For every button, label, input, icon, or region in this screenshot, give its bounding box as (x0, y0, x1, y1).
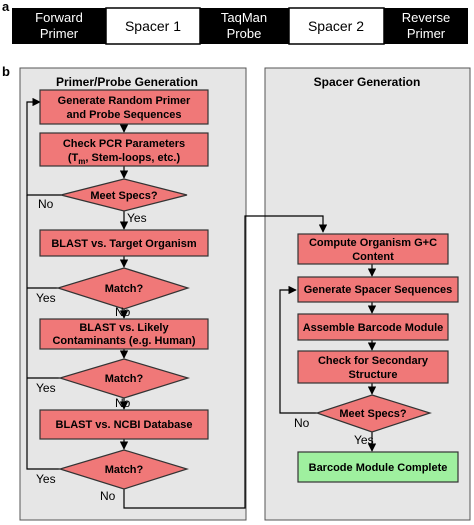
check-pcr-line1: Check PCR Parameters (63, 138, 185, 150)
blast-target-label: BLAST vs. Target Organism (51, 238, 196, 250)
spacer-2-label: Spacer 2 (308, 18, 364, 34)
generate-primer-box (39, 89, 209, 125)
blast-ncbi-box (39, 409, 209, 440)
meet-specs-diamond-left (60, 178, 188, 212)
generate-spacer-label: Generate Spacer Sequences (304, 284, 453, 296)
reverse-primer-label-1: Reverse (402, 10, 450, 25)
generate-primer-line1: Generate Random Primer (58, 95, 191, 107)
match-diamond-2 (57, 358, 191, 399)
check-secondary-line2: Structure (349, 369, 398, 381)
match-3-label: Match? (105, 464, 144, 476)
compute-gc-line2: Content (352, 251, 394, 263)
assemble-barcode-box (297, 313, 449, 341)
panel-b-label: b (2, 64, 10, 79)
barcode-complete-box (297, 451, 459, 483)
panel-a-label: a (2, 0, 10, 14)
taqman-probe-label-2: Probe (227, 26, 262, 41)
forward-primer-segment (12, 8, 106, 44)
match-diamond-1 (55, 267, 190, 310)
taqman-probe-label-1: TaqMan (221, 10, 267, 25)
meet-specs-diamond-right (315, 394, 432, 433)
meet-specs-left-label: Meet Specs? (90, 190, 158, 202)
barcode-complete-label: Barcode Module Complete (309, 462, 448, 474)
reverse-primer-label-2: Primer (407, 26, 446, 41)
compute-gc-line1: Compute Organism G+C (309, 237, 437, 249)
yes-label-1: Yes (127, 211, 147, 225)
no-label-4: No (100, 489, 116, 503)
forward-primer-label-2: Primer (40, 26, 79, 41)
taqman-probe-segment (200, 8, 289, 44)
blast-contam-line2: Contaminants (e.g. Human) (52, 335, 195, 347)
generate-primer-line2: and Probe Sequences (67, 109, 182, 121)
loop-specs-right-no (279, 285, 317, 414)
generate-spacer-box (297, 276, 459, 303)
blast-contaminants-box (39, 318, 209, 350)
blast-ncbi-label: BLAST vs. NCBI Database (56, 419, 193, 431)
check-secondary-box (297, 350, 449, 384)
meet-specs-right-label: Meet Specs? (339, 408, 407, 420)
blast-contam-line1: BLAST vs. Likely (79, 322, 169, 334)
yes-label-4: Yes (36, 472, 56, 486)
no-label-2: No (115, 305, 131, 319)
left-panel-title: Primer/Probe Generation (56, 75, 198, 89)
loop-match3-yes (26, 195, 60, 470)
spacer-1-segment (105, 7, 201, 45)
connector-to-spacer-generation (123, 215, 328, 509)
forward-primer-label-1: Forward (35, 10, 83, 25)
reverse-primer-segment (384, 8, 468, 44)
right-panel-title: Spacer Generation (314, 75, 421, 89)
match-diamond-3 (57, 449, 190, 490)
no-label-1: No (38, 197, 54, 211)
check-secondary-line1: Check for Secondary (318, 355, 429, 367)
assemble-barcode-label: Assemble Barcode Module (303, 322, 444, 334)
match-1-label: Match? (105, 283, 144, 295)
no-label-3: No (115, 396, 131, 410)
blast-target-box (39, 229, 209, 257)
spacer-1-label: Spacer 1 (125, 18, 181, 34)
match-2-label: Match? (105, 373, 144, 385)
check-pcr-line2: (Tm, Stem-loops, etc.) (68, 152, 181, 166)
compute-gc-box (297, 233, 449, 265)
loop-specs-no (26, 97, 61, 196)
yes-label-2: Yes (36, 291, 56, 305)
no-label-right: No (294, 416, 310, 430)
yes-label-3: Yes (36, 381, 56, 395)
check-pcr-box (39, 132, 209, 167)
yes-label-right: Yes (354, 433, 374, 447)
